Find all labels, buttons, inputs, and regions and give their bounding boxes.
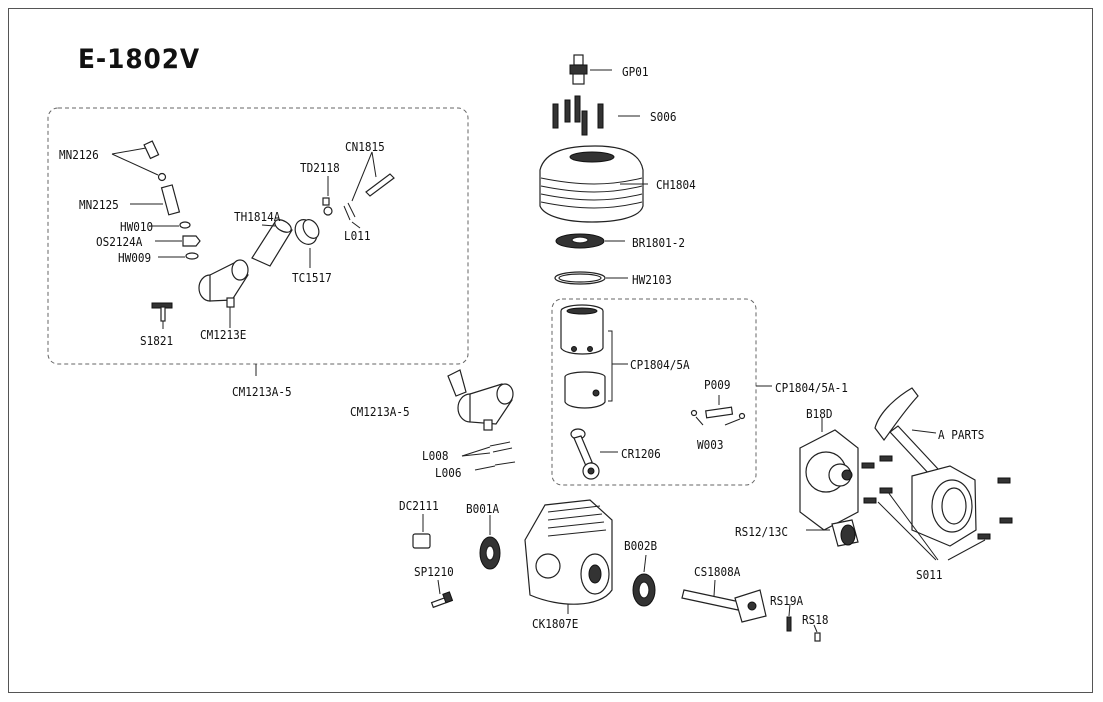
label-td2118: TD2118 — [300, 160, 340, 175]
cylinder-head — [539, 145, 648, 223]
label-ck1807e: CK1807E — [532, 616, 579, 631]
wrist-pin — [690, 395, 746, 426]
rear-bearing — [479, 515, 501, 570]
label-ch1804: CH1804 — [656, 177, 696, 192]
label-th1814a: TH1814A — [234, 209, 281, 224]
label-cm1213e: CM1213E — [200, 327, 247, 342]
spacer-screw — [430, 579, 454, 609]
rear-starter — [874, 387, 977, 547]
head-button — [555, 233, 625, 249]
linkage-rods — [461, 441, 516, 471]
needle-assembly — [111, 140, 201, 260]
rear-starter-coupler — [806, 519, 859, 547]
throttle-collar — [294, 219, 320, 268]
throttle-arm — [322, 151, 395, 229]
label-cr1206: CR1206 — [621, 446, 661, 461]
label-rs19a: RS19A — [770, 593, 804, 608]
carburetor-body — [198, 259, 249, 328]
label-b18d: B18D — [806, 406, 833, 421]
label-s1821: S1821 — [140, 333, 174, 348]
label-mn2125: MN2125 — [79, 197, 119, 212]
piston-group-box — [551, 298, 757, 486]
piston — [564, 371, 606, 409]
label-tc1517: TC1517 — [292, 270, 332, 285]
label-a-parts: A PARTS — [938, 427, 985, 442]
label-cm1213a-5-group: CM1213A-5 — [232, 384, 292, 399]
label-cs1808a: CS1808A — [694, 564, 741, 579]
crankshaft — [681, 579, 767, 623]
label-l008: L008 — [422, 448, 449, 463]
label-dc2111: DC2111 — [399, 498, 439, 513]
label-b001a: B001A — [466, 501, 500, 516]
label-sp1210: SP1210 — [414, 564, 454, 579]
drive-collet — [412, 514, 431, 549]
label-cm1213a-5: CM1213A-5 — [350, 404, 410, 419]
label-gp01: GP01 — [622, 64, 649, 79]
label-hw010: HW010 — [120, 219, 154, 234]
head-gasket — [554, 271, 628, 285]
label-hw009: HW009 — [118, 250, 152, 265]
label-s011: S011 — [916, 567, 943, 582]
crankcase — [524, 499, 613, 614]
carb-screw — [151, 302, 173, 329]
head-screws — [552, 95, 640, 136]
label-rs18: RS18 — [802, 612, 829, 627]
page-title: E-1802V — [78, 44, 201, 75]
cylinder-liner — [560, 304, 604, 355]
starter-screws — [861, 455, 1013, 561]
label-cn1815: CN1815 — [345, 139, 385, 154]
front-bearing — [632, 554, 656, 607]
glow-plug — [569, 54, 612, 85]
label-os2124a: OS2124A — [96, 234, 143, 249]
label-l011: L011 — [344, 228, 371, 243]
carburetor-group-box — [47, 107, 469, 365]
label-mn2126: MN2126 — [59, 147, 99, 162]
rear-screws — [786, 603, 821, 642]
label-b002b: B002B — [624, 538, 658, 553]
label-w003: W003 — [697, 437, 724, 452]
drawing-frame — [8, 8, 1093, 693]
backplate — [799, 418, 859, 531]
label-cp1804-5a: CP1804/5A — [630, 357, 690, 372]
label-br1801-2: BR1801-2 — [632, 235, 685, 250]
label-s006: S006 — [650, 109, 677, 124]
label-p009: P009 — [704, 377, 731, 392]
connecting-rod — [570, 428, 618, 480]
label-hw2103: HW2103 — [632, 272, 672, 287]
label-cp1804-5a-1: CP1804/5A-1 — [775, 380, 848, 395]
label-rs12-13c: RS12/13C — [735, 524, 788, 539]
label-l006: L006 — [435, 465, 462, 480]
carburetor-assembly — [447, 369, 514, 431]
throttle-barrel — [251, 219, 293, 267]
